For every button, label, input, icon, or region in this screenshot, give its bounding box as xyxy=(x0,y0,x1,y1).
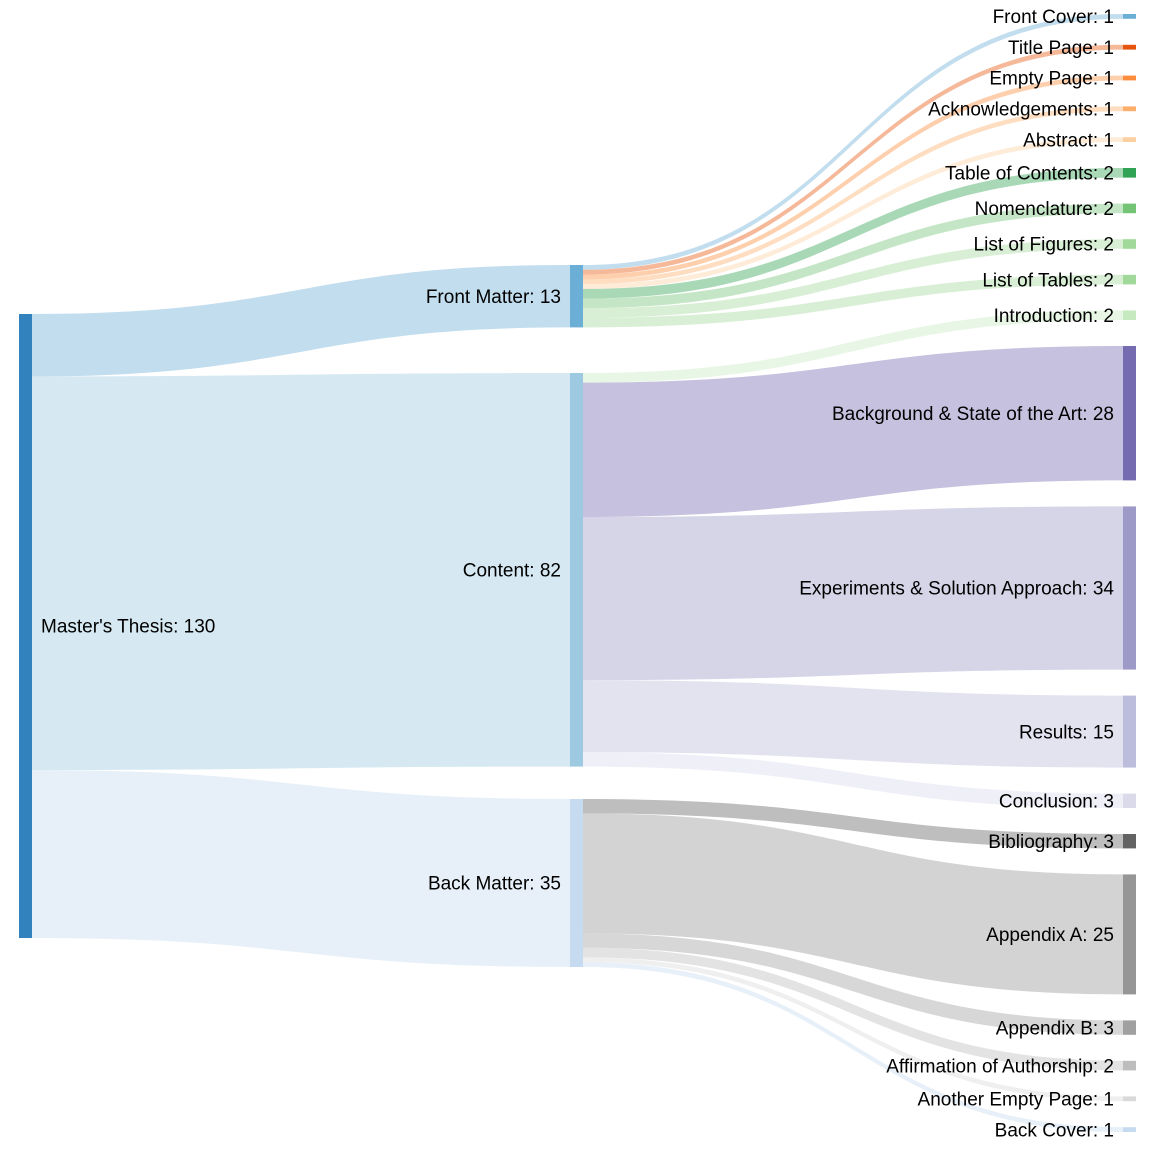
node-label-background: Background & State of the Art: 28 xyxy=(832,404,1114,425)
node-front_cover xyxy=(1123,14,1136,19)
node-label-front_matter: Front Matter: 13 xyxy=(426,287,561,308)
node-label-front_cover: Front Cover: 1 xyxy=(993,7,1114,28)
sankey-links xyxy=(32,14,1123,1132)
node-nomenclature xyxy=(1123,203,1136,214)
node-label-another_empty_page: Another Empty Page: 1 xyxy=(918,1089,1114,1110)
node-another_empty_page xyxy=(1123,1096,1136,1102)
node-appendix_a xyxy=(1123,874,1136,995)
link-back_matter-to-appendix_a xyxy=(583,813,1123,995)
node-introduction xyxy=(1123,310,1136,320)
node-label-table_of_contents: Table of Contents: 2 xyxy=(945,163,1114,184)
node-label-appendix_a: Appendix A: 25 xyxy=(986,925,1114,946)
node-front_matter xyxy=(570,265,583,328)
node-label-appendix_b: Appendix B: 3 xyxy=(996,1018,1114,1039)
link-front_matter-to-table_of_contents xyxy=(583,168,1123,299)
link-masters_thesis-to-back_matter xyxy=(32,770,570,967)
link-front_matter-to-abstract xyxy=(583,137,1123,289)
node-label-conclusion: Conclusion: 3 xyxy=(999,791,1114,812)
node-masters_thesis xyxy=(19,314,32,938)
link-front_matter-to-empty_page xyxy=(583,75,1123,280)
node-label-results: Results: 15 xyxy=(1019,722,1114,743)
node-label-back_cover: Back Cover: 1 xyxy=(995,1120,1114,1141)
node-title_page xyxy=(1123,44,1136,50)
node-appendix_b xyxy=(1123,1020,1136,1035)
node-empty_page xyxy=(1123,75,1136,81)
link-back_matter-to-bibliography xyxy=(583,799,1123,849)
node-label-list_of_figures: List of Figures: 2 xyxy=(974,235,1114,256)
node-affirmation_of_authorship xyxy=(1123,1060,1136,1071)
node-background xyxy=(1123,346,1136,481)
link-back_matter-to-another_empty_page xyxy=(583,957,1123,1102)
node-conclusion xyxy=(1123,793,1136,808)
node-experiments xyxy=(1123,506,1136,670)
node-table_of_contents xyxy=(1123,168,1136,178)
node-content xyxy=(570,373,583,767)
link-front_matter-to-list_of_figures xyxy=(583,239,1123,318)
node-label-empty_page: Empty Page: 1 xyxy=(989,69,1114,90)
node-label-abstract: Abstract: 1 xyxy=(1023,130,1114,151)
node-abstract xyxy=(1123,137,1136,142)
node-results xyxy=(1123,695,1136,768)
node-label-list_of_tables: List of Tables: 2 xyxy=(982,270,1114,291)
sankey-nodes xyxy=(19,14,1136,1132)
node-label-affirmation_of_authorship: Affirmation of Authorship: 2 xyxy=(886,1056,1114,1077)
node-list_of_tables xyxy=(1123,274,1136,285)
link-front_matter-to-acknowledgements xyxy=(583,106,1123,285)
node-label-bibliography: Bibliography: 3 xyxy=(988,832,1114,853)
node-label-masters_thesis: Master's Thesis: 130 xyxy=(41,617,215,638)
link-content-to-results xyxy=(583,680,1123,768)
link-back_matter-to-back_cover xyxy=(583,962,1123,1132)
link-front_matter-to-front_cover xyxy=(583,14,1123,270)
node-label-content: Content: 82 xyxy=(463,560,561,581)
node-back_cover xyxy=(1123,1127,1136,1132)
link-content-to-introduction xyxy=(583,310,1123,383)
node-label-back_matter: Back Matter: 35 xyxy=(428,874,561,895)
node-label-nomenclature: Nomenclature: 2 xyxy=(975,199,1114,220)
node-label-introduction: Introduction: 2 xyxy=(994,306,1114,327)
sankey-labels: Master's Thesis: 130 Front Matter: 13 Cont… xyxy=(41,7,1114,1141)
link-back_matter-to-affirmation_of_authorship xyxy=(583,947,1123,1071)
link-front_matter-to-nomenclature xyxy=(583,203,1123,309)
node-acknowledgements xyxy=(1123,106,1136,112)
link-front_matter-to-list_of_tables xyxy=(583,274,1123,328)
node-back_matter xyxy=(570,799,583,967)
link-back_matter-to-appendix_b xyxy=(583,933,1123,1035)
link-content-to-experiments xyxy=(583,506,1123,681)
node-label-experiments: Experiments & Solution Approach: 34 xyxy=(799,579,1114,600)
node-label-title_page: Title Page: 1 xyxy=(1008,38,1114,59)
link-content-to-background xyxy=(583,346,1123,517)
node-list_of_figures xyxy=(1123,239,1136,249)
link-front_matter-to-title_page xyxy=(583,44,1123,275)
link-masters_thesis-to-content xyxy=(32,373,570,770)
link-masters_thesis-to-front_matter xyxy=(32,265,570,377)
link-content-to-conclusion xyxy=(583,752,1123,808)
node-label-acknowledgements: Acknowledgements: 1 xyxy=(928,99,1114,120)
node-bibliography xyxy=(1123,834,1136,849)
